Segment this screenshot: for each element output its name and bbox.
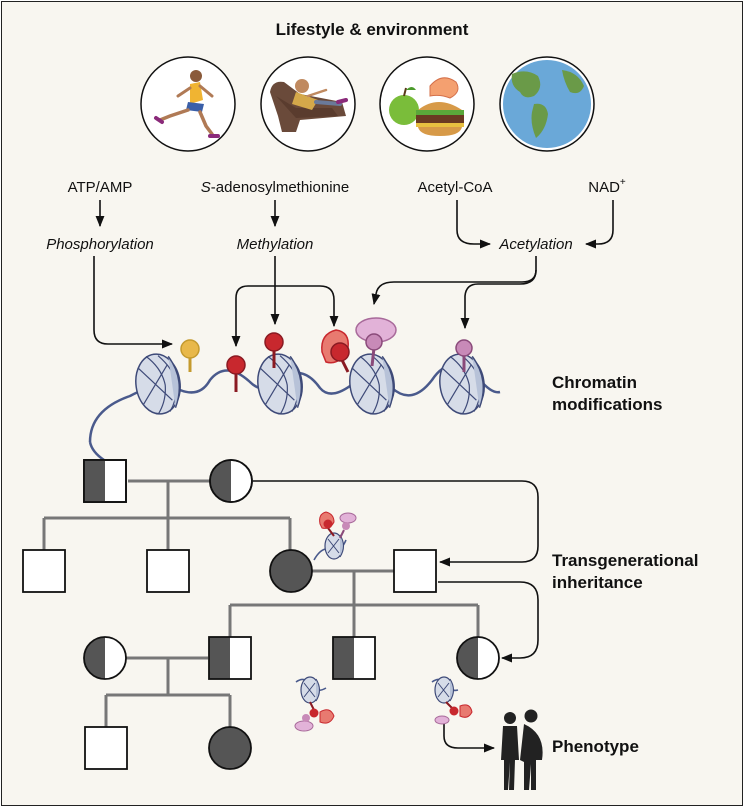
gen2-spouse xyxy=(393,549,437,593)
acetylation-reader-mark xyxy=(355,317,397,367)
methylation-mark-1 xyxy=(226,355,246,392)
inset-chromatin-gen3-2 xyxy=(431,676,473,725)
label-nad-main: NAD xyxy=(588,179,620,196)
gen1-mother-carrier xyxy=(209,459,253,503)
label-phenotype: Phenotype xyxy=(552,737,639,756)
acetylation-mark xyxy=(455,339,473,372)
runner-icon xyxy=(140,56,236,152)
gen3-spouse-carrier xyxy=(83,636,127,680)
chromatin-fiber xyxy=(88,350,501,443)
methylation-mark-2 xyxy=(264,332,284,368)
nucleosome-2 xyxy=(253,350,307,418)
label-sam-rest: -adenosylmethionine xyxy=(211,179,349,196)
label-sam: S-adenosylmethionine xyxy=(201,179,349,196)
gen3-son-carrier-1 xyxy=(208,636,252,680)
label-acetylation: Acetylation xyxy=(498,236,572,253)
label-atp-amp: ATP/AMP xyxy=(68,179,133,196)
chromatin-tail xyxy=(88,441,105,462)
food-icon xyxy=(379,56,475,152)
label-acetyl-coa: Acetyl-CoA xyxy=(417,179,492,196)
phosphorylation-mark xyxy=(180,339,200,372)
figure-title: Lifestyle & environment xyxy=(276,20,469,39)
pathway-arrows xyxy=(93,200,614,349)
inset-chromatin-gen3-1 xyxy=(294,676,335,732)
gen2-son-2 xyxy=(146,549,190,593)
gen4-son xyxy=(84,726,128,770)
inset-chromatin-gen2 xyxy=(313,511,357,561)
label-sam-prefix: S xyxy=(201,179,211,196)
gen3-daughter-carrier xyxy=(456,636,500,680)
methylation-reader-mark xyxy=(321,329,350,373)
label-nad: NAD+ xyxy=(588,177,626,196)
pedigree-lines xyxy=(42,479,480,727)
label-trans-line1: Transgenerational xyxy=(552,551,698,570)
gen4-daughter-affected xyxy=(208,726,252,770)
gen3-son-carrier-2 xyxy=(332,636,376,680)
nucleosome-1 xyxy=(131,350,185,418)
label-chromatin-line2: modifications xyxy=(552,395,663,414)
gen1-father-carrier xyxy=(83,459,127,503)
label-chromatin-line1: Chromatin xyxy=(552,373,637,392)
recliner-person-icon xyxy=(260,56,356,152)
phenotype-silhouettes-icon xyxy=(501,709,543,790)
nucleosome-4 xyxy=(435,350,489,418)
inheritance-arrows xyxy=(253,480,539,753)
gen2-son-1 xyxy=(22,549,66,593)
label-methylation: Methylation xyxy=(237,236,314,253)
label-nad-sup: + xyxy=(620,177,626,188)
gen2-daughter-affected xyxy=(269,549,313,593)
globe-icon xyxy=(499,56,595,152)
label-phosphorylation: Phosphorylation xyxy=(46,236,154,253)
label-trans-line2: inheritance xyxy=(552,573,643,592)
